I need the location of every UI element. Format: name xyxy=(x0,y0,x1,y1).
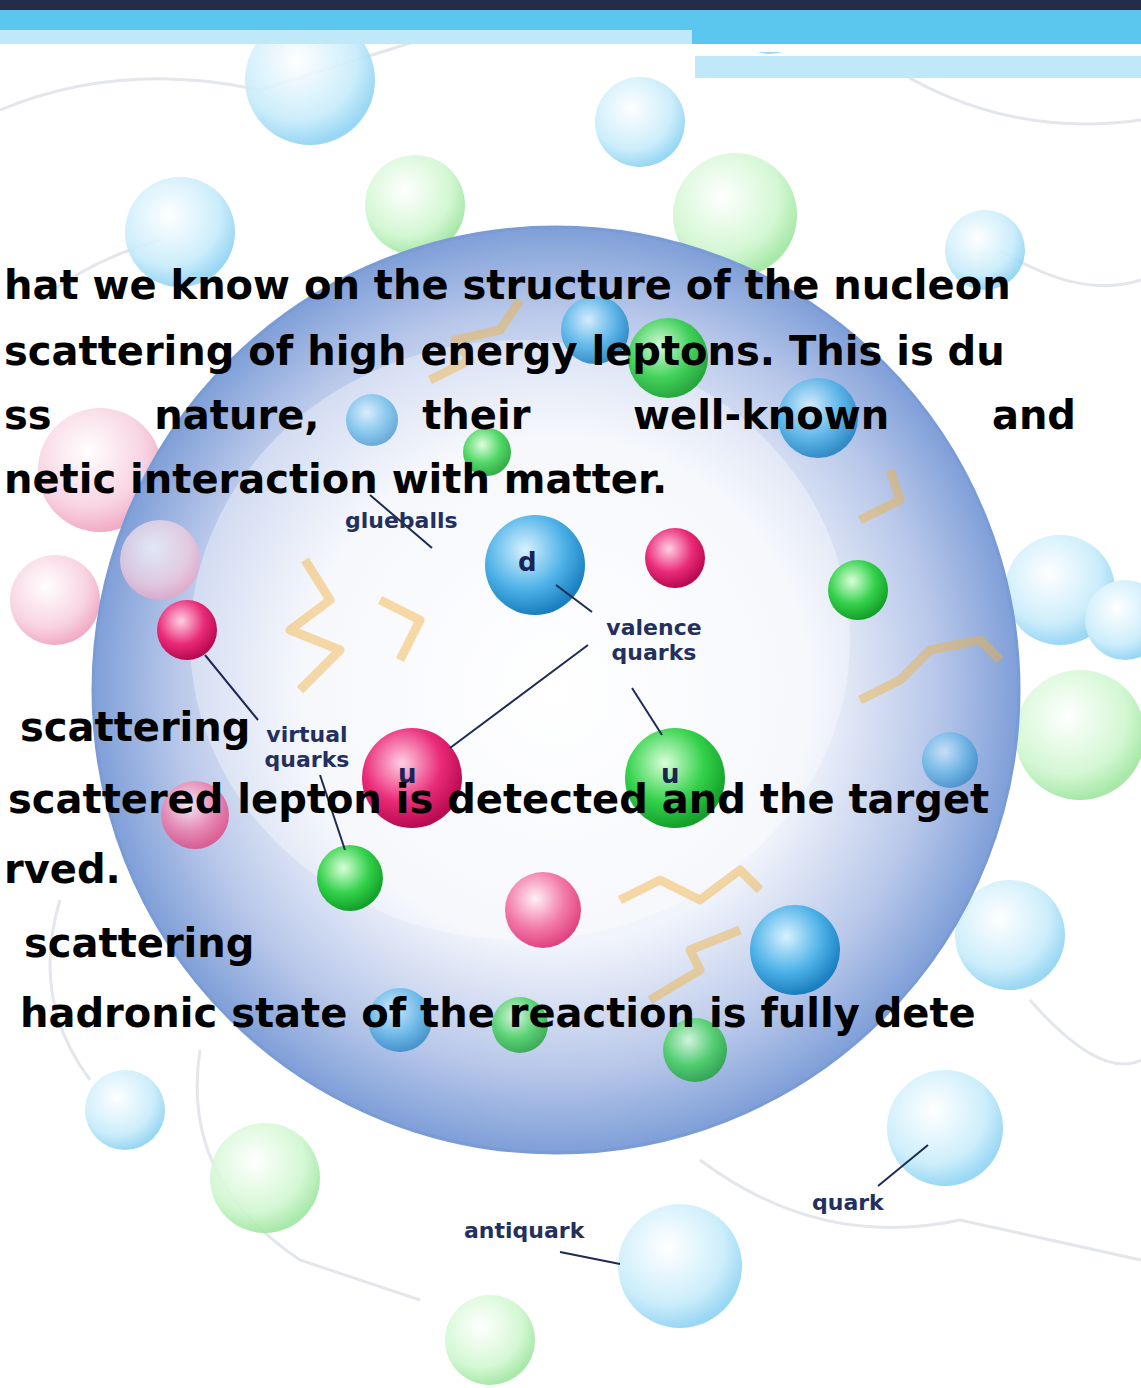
body-text: scattering xyxy=(20,704,250,750)
body-text: rved. xyxy=(4,846,121,892)
part-label: quark xyxy=(812,1190,884,1215)
part-label: antiquark xyxy=(464,1218,584,1243)
body-text: hadronic state of the reaction is fully … xyxy=(20,990,976,1036)
part-label: valence quarks xyxy=(594,615,714,666)
body-text: hat we know on the structure of the nucl… xyxy=(4,262,1011,308)
quark-symbol: d xyxy=(518,548,537,578)
body-text: netic interaction with matter. xyxy=(4,456,667,502)
body-text: scattering of high energy leptons. This … xyxy=(4,328,1005,374)
body-text: ss nature, their well-known and xyxy=(4,392,1076,438)
body-text: scattering xyxy=(24,920,254,966)
body-text: scattered lepton is detected and the tar… xyxy=(8,776,989,822)
part-label: virtual quarks xyxy=(262,722,352,773)
part-label: glueballs xyxy=(345,508,458,533)
